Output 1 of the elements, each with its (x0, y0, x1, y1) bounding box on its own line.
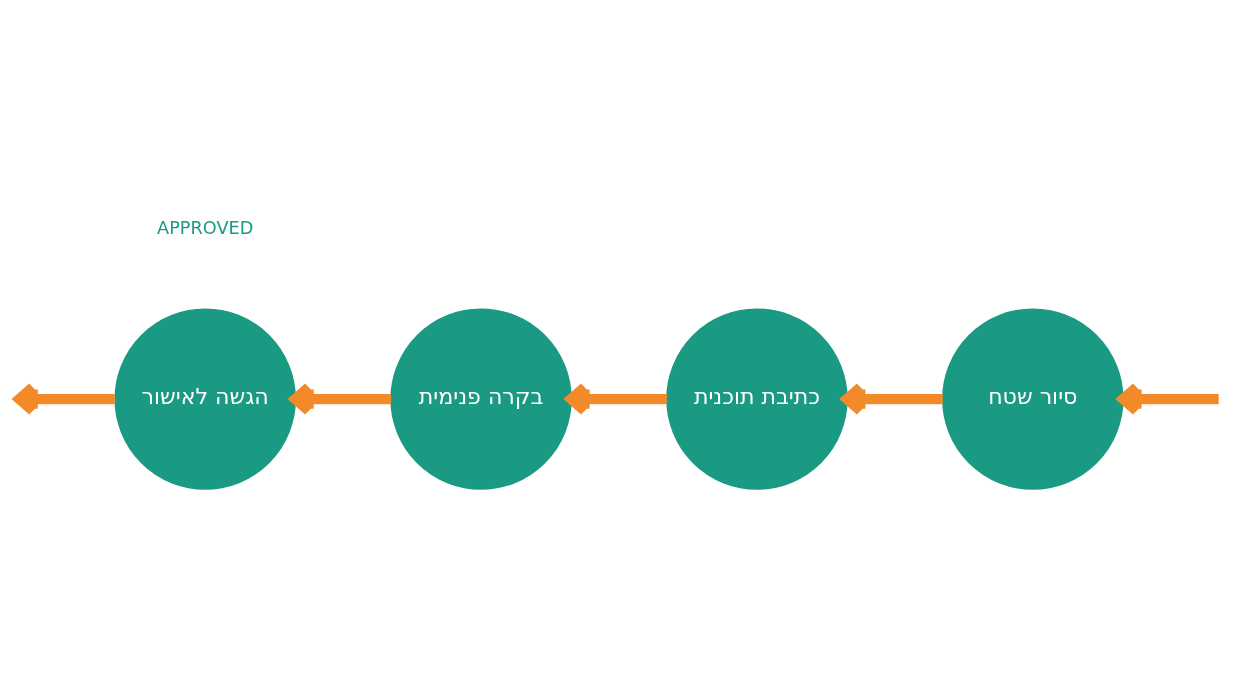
label: APPROVED (157, 217, 254, 238)
